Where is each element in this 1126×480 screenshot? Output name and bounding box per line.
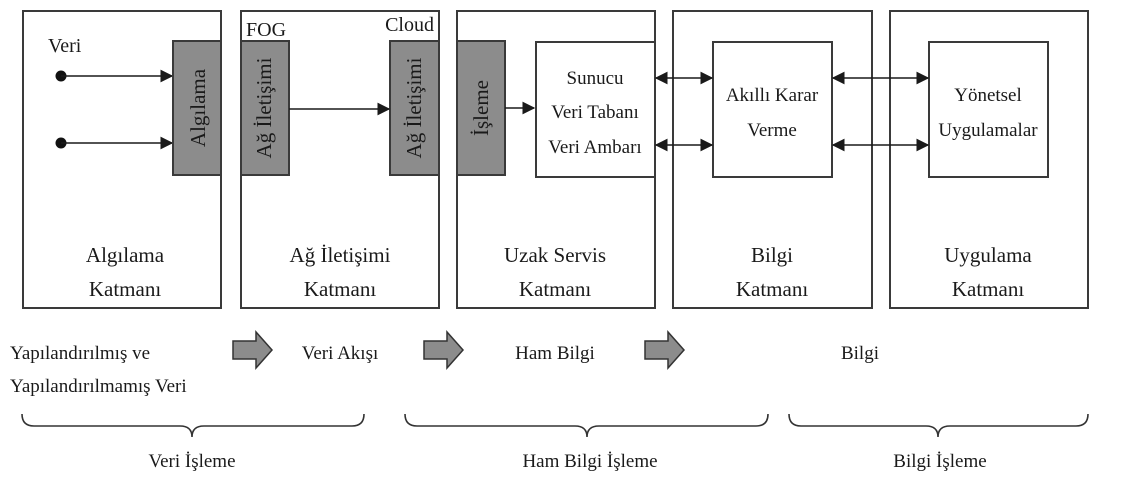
layer-title-line2: Katmanı [304,277,376,301]
cloud-label: Cloud [385,14,434,36]
layer-title-line2: Katmanı [736,277,808,301]
management-apps-line1: Yönetsel [954,85,1022,106]
flow-stage3: Ham Bilgi [515,343,595,364]
database-label: Veri Tabanı [551,102,639,123]
flow-stage1-line1: Yapılandırılmış ve [10,343,150,364]
layer-title-line2: Katmanı [952,277,1024,301]
layer-title-line1: Bilgi [751,243,793,267]
processing-module [456,40,506,176]
server-label: Sunucu [567,68,625,89]
processing-module-label: İşleme [469,80,493,136]
brace-raw-info-processing [404,413,769,438]
layer-remote-service: İşleme Sunucu Veri Tabanı Veri Ambarı Uz… [456,10,656,309]
smart-decision-line1: Akıllı Karar [726,85,819,106]
group-label: Veri İşleme [148,451,235,472]
flow-arrow-icon [423,330,465,370]
layer-knowledge: Akıllı Karar Verme Bilgi Katmanı [672,10,873,309]
server-database-module [535,41,656,178]
flow-stage4: Bilgi [841,343,879,364]
layer-title-line1: Algılama [86,243,165,267]
fog-network-module [240,40,290,176]
flow-stage1-line2: Yapılandırılmamış Veri [10,376,187,397]
brace-info-processing [788,413,1089,438]
fog-label: FOG [246,19,286,41]
data-warehouse-label: Veri Ambarı [548,137,641,158]
layer-sensing: Veri Algılama Algılama Katmanı [22,10,222,309]
fog-network-module-label: Ağ İletişimi [252,57,276,158]
flow-arrow-icon [232,330,274,370]
sensing-module-label: Algılama [186,68,210,147]
layer-application: Yönetsel Uygulamalar Uygulama Katmanı [889,10,1089,309]
management-apps-line2: Uygulamalar [938,120,1038,141]
flow-stage2: Veri Akışı [302,343,379,364]
cloud-network-module-label: Ağ İletişimi [402,57,426,158]
layer-title-line2: Katmanı [89,277,161,301]
brace-data-processing [21,413,365,438]
smart-decision-module [712,41,833,178]
smart-decision-line2: Verme [747,120,797,141]
cloud-network-module [389,40,440,176]
layer-title-line1: Uzak Servis [504,243,606,267]
layer-title-line2: Katmanı [519,277,591,301]
layer-title-line1: Ağ İletişimi [290,243,391,267]
flow-arrow-icon [644,330,686,370]
group-label: Ham Bilgi İşleme [522,451,657,472]
layer-title-line1: Uygulama [944,243,1032,267]
group-label: Bilgi İşleme [893,451,986,472]
sensing-module [172,40,222,176]
layer-network: FOG Cloud Ağ İletişimi Ağ İletişimi Ağ İ… [240,10,440,309]
input-data-label: Veri [48,35,82,57]
management-apps-module [928,41,1049,178]
